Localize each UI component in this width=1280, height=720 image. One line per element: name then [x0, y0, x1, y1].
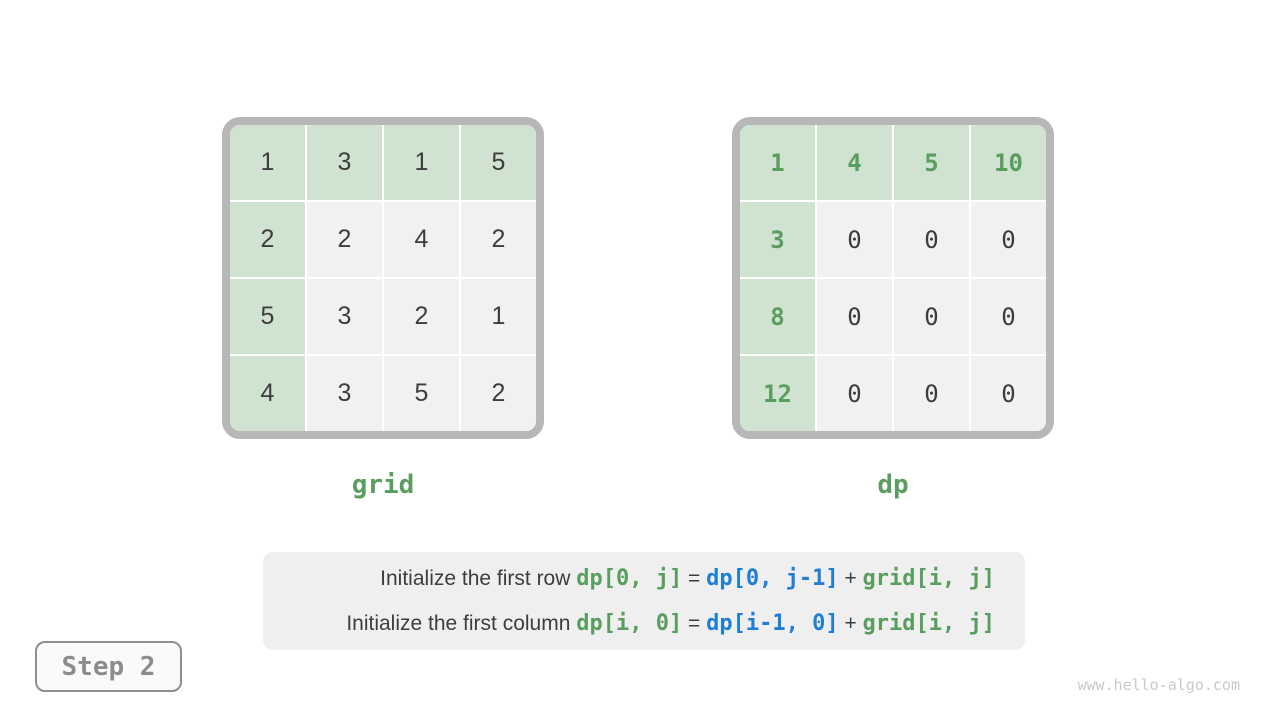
caption-text: Initialize the first row [380, 567, 577, 590]
grid-matrix-label: grid [351, 470, 415, 500]
dp-cell-r1c3: 0 [971, 202, 1046, 277]
grid-cell-r2c3: 1 [461, 279, 536, 354]
grid-cell-r0c0: 1 [230, 125, 305, 200]
grid-cell-r2c2: 2 [384, 279, 459, 354]
grid-cell-r1c3: 2 [461, 202, 536, 277]
watermark: www.hello-algo.com [1077, 676, 1240, 694]
grid-cell-r3c0: 4 [230, 356, 305, 431]
caption-text: + [838, 567, 863, 590]
grid-cell-r3c3: 2 [461, 356, 536, 431]
caption-box: Initialize the first row dp[0, j] = dp[0… [263, 552, 1025, 650]
caption-code-green: dp[0, j] [576, 566, 683, 591]
caption-code-green: grid[i, j] [862, 611, 995, 636]
step-badge: Step 2 [35, 641, 182, 692]
dp-cell-r3c3: 0 [971, 356, 1046, 431]
caption-code-blue: dp[0, j-1] [706, 566, 839, 591]
caption-code-green: grid[i, j] [862, 566, 995, 591]
grid-cell-r3c1: 3 [307, 356, 382, 431]
dp-cell-r3c0: 12 [740, 356, 815, 431]
dp-cell-r0c3: 10 [971, 125, 1046, 200]
dp-cell-r0c1: 4 [817, 125, 892, 200]
grid-cell-r1c1: 2 [307, 202, 382, 277]
dp-matrix-label: dp [877, 470, 909, 500]
grid-cell-r2c1: 3 [307, 279, 382, 354]
grid-cell-r1c2: 4 [384, 202, 459, 277]
dp-cell-r0c0: 1 [740, 125, 815, 200]
caption-text: = [682, 612, 707, 635]
caption-text: = [682, 567, 707, 590]
grid-cell-r1c0: 2 [230, 202, 305, 277]
grid-cell-r0c1: 3 [307, 125, 382, 200]
dp-cell-r1c0: 3 [740, 202, 815, 277]
dp-cell-r1c1: 0 [817, 202, 892, 277]
dp-cell-r2c1: 0 [817, 279, 892, 354]
dp-cell-r3c2: 0 [894, 356, 969, 431]
caption-line-1: Initialize the first row dp[0, j] = dp[0… [380, 556, 995, 601]
dp-cell-r2c3: 0 [971, 279, 1046, 354]
grid-cell-r0c3: 5 [461, 125, 536, 200]
dp-cell-r2c2: 0 [894, 279, 969, 354]
dp-cell-r1c2: 0 [894, 202, 969, 277]
dp-cell-r0c2: 5 [894, 125, 969, 200]
caption-code-blue: dp[i-1, 0] [706, 611, 839, 636]
dp-cell-r3c1: 0 [817, 356, 892, 431]
caption-text: + [838, 612, 863, 635]
dp-cell-r2c0: 8 [740, 279, 815, 354]
grid-cell-r0c2: 1 [384, 125, 459, 200]
caption-text: Initialize the first column [346, 612, 577, 635]
caption-code-green: dp[i, 0] [576, 611, 683, 636]
caption-line-2: Initialize the first column dp[i, 0] = d… [346, 601, 995, 646]
grid-cell-r2c0: 5 [230, 279, 305, 354]
grid-cell-r3c2: 5 [384, 356, 459, 431]
